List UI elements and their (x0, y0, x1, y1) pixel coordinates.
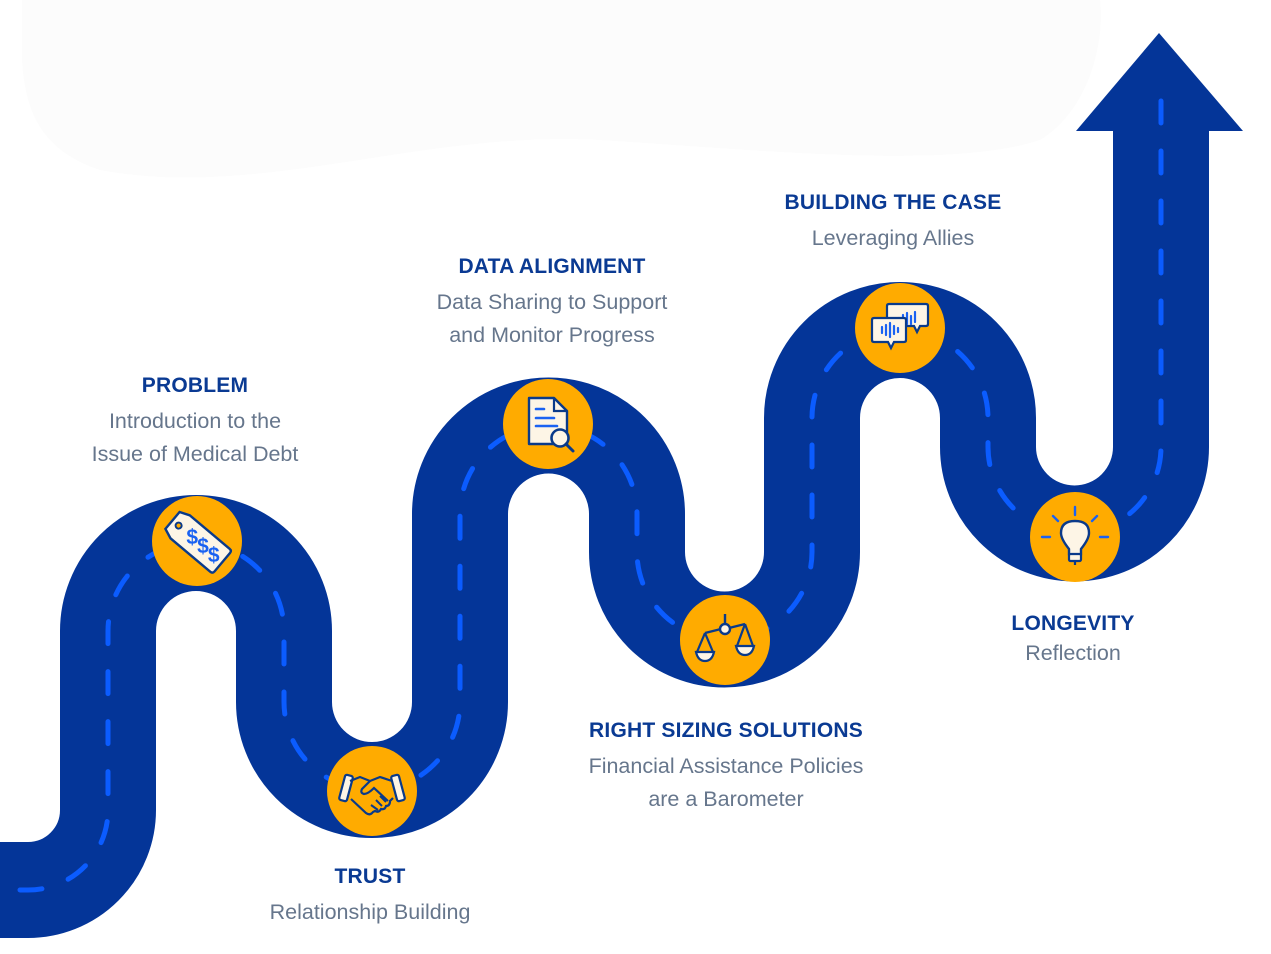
milestone-title: RIGHT SIZING SOLUTIONS (589, 719, 863, 742)
svg-text:$: $ (186, 526, 198, 549)
subtitle-line: Introduction to the (108, 409, 282, 433)
milestone-subtitle: Reflection (1011, 637, 1134, 670)
svg-text:$: $ (197, 535, 209, 558)
milestone-problem-label: PROBLEM Introduction to the Issue of Med… (92, 373, 299, 471)
subtitle-line: Reflection (1025, 641, 1121, 665)
milestone-longevity-marker (1030, 492, 1120, 582)
milestone-title: BUILDING THE CASE (784, 191, 1002, 214)
milestone-data-alignment-label: DATA ALIGNMENT Data Sharing to Support a… (437, 254, 668, 352)
milestone-trust-marker (327, 746, 417, 836)
milestone-right-sizing-marker (680, 595, 770, 685)
milestone-building-case-marker (855, 283, 945, 373)
milestone-trust-label: TRUST Relationship Building (270, 864, 471, 929)
milestone-title: LONGEVITY (1011, 612, 1135, 635)
milestone-title: DATA ALIGNMENT (458, 255, 646, 278)
milestone-subtitle: Data Sharing to Support and Monitor Prog… (437, 286, 668, 352)
milestone-subtitle: Financial Assistance Policies are a Baro… (589, 750, 864, 816)
milestone-longevity-label: LONGEVITY Reflection (1011, 611, 1134, 670)
document-search-icon (527, 396, 575, 453)
handshake-icon (338, 773, 406, 816)
subtitle-line: Financial Assistance Policies (588, 754, 864, 778)
milestone-building-case-label: BUILDING THE CASE Leveraging Allies (785, 190, 1002, 255)
subtitle-line: Leveraging Allies (811, 226, 975, 250)
milestone-data-alignment-marker (503, 379, 593, 469)
subtitle-line: Relationship Building (269, 900, 471, 924)
subtitle-line: are a Barometer (648, 787, 804, 811)
milestone-subtitle: Introduction to the Issue of Medical Deb… (92, 405, 299, 471)
milestone-subtitle: Relationship Building (270, 896, 471, 929)
balance-scale-icon (694, 614, 756, 663)
milestone-title: PROBLEM (141, 374, 249, 397)
backdrop-shape (22, 0, 1101, 178)
subtitle-line: Data Sharing to Support (436, 290, 668, 314)
subtitle-line: Issue of Medical Debt (91, 442, 299, 466)
subtitle-line: and Monitor Progress (449, 323, 655, 347)
chat-bubbles-icon (870, 302, 930, 351)
up-arrow-icon (1076, 33, 1243, 131)
milestone-problem-marker: $ $ $ (152, 496, 242, 586)
milestone-subtitle: Leveraging Allies (785, 222, 1002, 255)
milestone-right-sizing-label: RIGHT SIZING SOLUTIONS Financial Assista… (589, 718, 864, 816)
lightbulb-icon (1040, 505, 1110, 565)
milestone-title: TRUST (334, 865, 406, 888)
svg-text:$: $ (208, 544, 220, 567)
price-tag-icon: $ $ $ (163, 510, 233, 574)
